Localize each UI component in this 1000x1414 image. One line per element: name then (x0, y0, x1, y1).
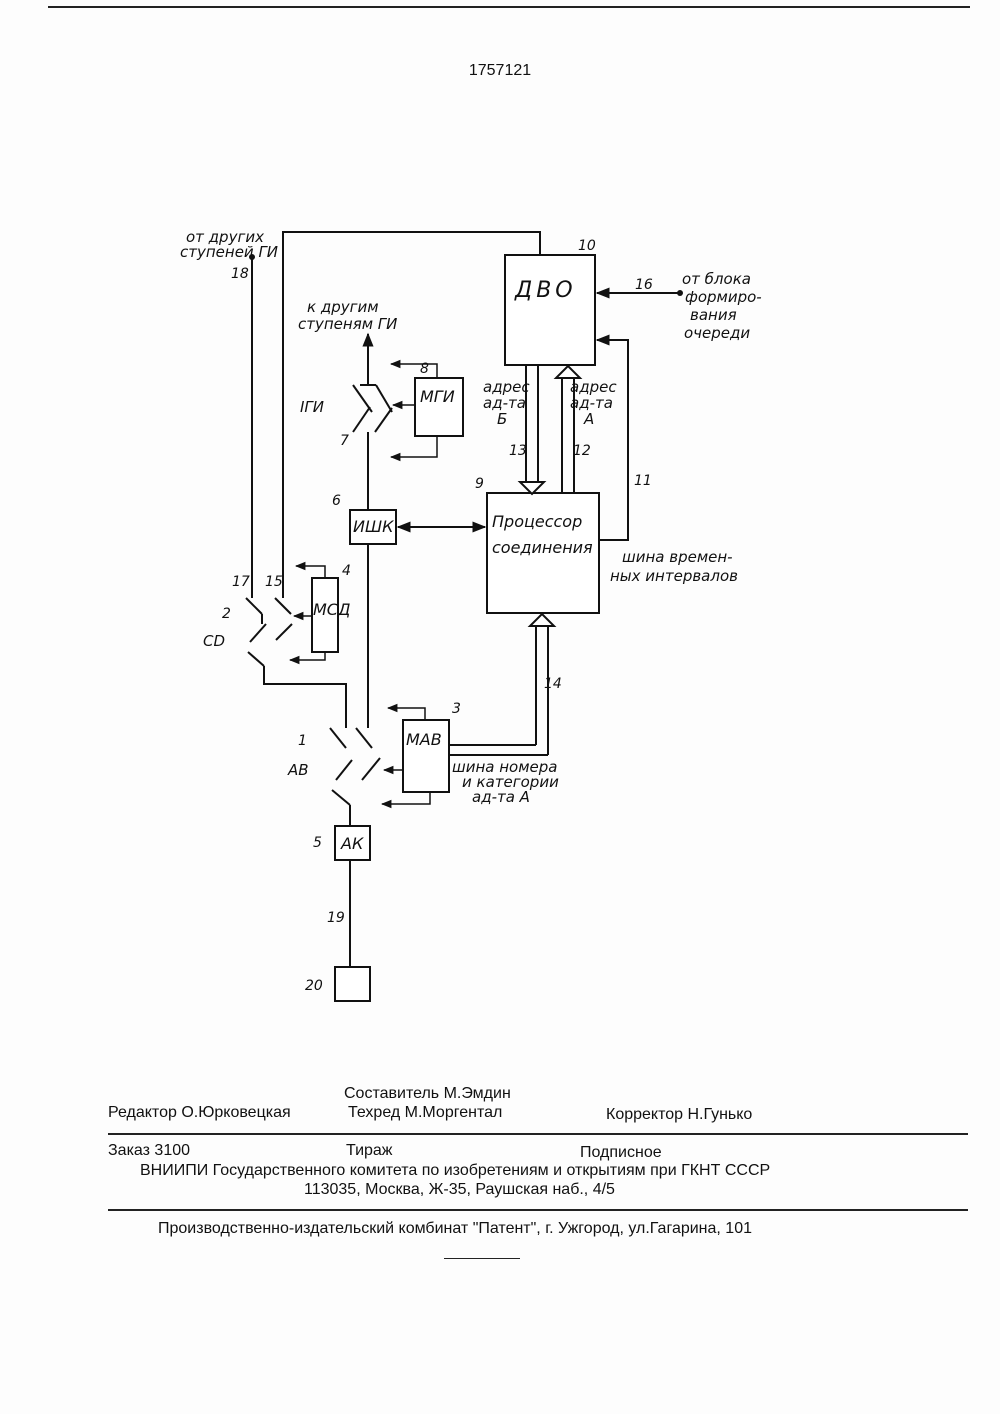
from-queue-block-line1: от блока (682, 270, 751, 288)
ishk-label: ИШК (353, 517, 394, 536)
terminal-20-block (335, 967, 370, 1001)
line-11-time-bus (597, 340, 628, 540)
dvo-block (505, 255, 595, 365)
mgi-label: МГИ (420, 387, 455, 406)
bus-12-arrow (556, 366, 580, 378)
num-15: 15 (265, 574, 283, 590)
from-queue-block-line2: формиро- (685, 288, 762, 306)
num-9: 9 (475, 476, 484, 492)
from-queue-block-line4: очереди (684, 324, 750, 342)
address-a-line3: А (583, 410, 594, 428)
cd-stage-label: СD (203, 632, 225, 650)
address-b-line3: Б (497, 410, 507, 428)
footer-compiler: Составитель М.Эмдин (344, 1085, 511, 1103)
from-other-stages-line2: ступеней ГИ (180, 243, 278, 261)
to-other-stages-line2: ступеням ГИ (298, 315, 397, 333)
num-7: 7 (340, 433, 349, 449)
num-13: 13 (509, 443, 527, 459)
processor-label-2: соединения (492, 538, 593, 557)
number-bus-line3: ад-та А (472, 788, 530, 806)
footer-short-rule (444, 1258, 520, 1259)
time-bus-line1: шина времен- (622, 548, 733, 566)
cd-contact-15 (275, 598, 291, 614)
footer-corrector: Корректор Н.Гунько (606, 1106, 752, 1124)
line-cd-to-av (264, 666, 346, 728)
num-14: 14 (544, 676, 562, 692)
cd-contact-lower-1 (250, 624, 266, 642)
cd-contact-17 (246, 598, 262, 614)
av-contact-3 (336, 760, 352, 780)
footer-rule-2 (108, 1209, 968, 1211)
footer-circulation: Тираж (346, 1142, 393, 1160)
num-18: 18 (231, 266, 249, 282)
footer-techred: Техред М.Моргентал (348, 1104, 502, 1122)
igi-contact-4 (375, 408, 392, 432)
av-contact-4 (362, 758, 380, 780)
footer-publisher: Производственно-издательский комбинат "П… (158, 1220, 752, 1238)
footer-organization: ВНИИПИ Государственного комитета по изоб… (140, 1162, 770, 1180)
num-3: 3 (452, 701, 461, 717)
ak-label: АК (340, 834, 364, 853)
num-10: 10 (578, 238, 596, 254)
msd-label: МСД (313, 600, 350, 619)
mav-arrow-top (388, 708, 425, 720)
mav-label: МАВ (406, 730, 442, 749)
cd-contact-lower-2 (276, 624, 292, 640)
num-8: 8 (420, 361, 429, 377)
footer-order: Заказ 3100 (108, 1142, 190, 1160)
num-11: 11 (634, 473, 652, 489)
time-bus-line2: ных интервалов (610, 567, 738, 585)
footer-rule-1 (108, 1133, 968, 1135)
footer-address: 113035, Москва, Ж-35, Раушская наб., 4/5 (304, 1181, 615, 1199)
processor-label-1: Процессор (492, 512, 582, 531)
msd-arrow-top (296, 566, 325, 578)
dvo-label: ДВО (514, 278, 577, 303)
to-other-stages-line1: к другим (307, 298, 379, 316)
num-12: 12 (573, 443, 591, 459)
from-queue-block-line3: вания (690, 306, 737, 324)
num-6: 6 (332, 493, 341, 509)
av-contact-5 (332, 790, 350, 805)
igi-contact-2 (353, 407, 370, 432)
num-1: 1 (298, 733, 307, 749)
mgi-arrow-top (391, 364, 437, 378)
num-16: 16 (635, 277, 653, 293)
num-2: 2 (222, 606, 231, 622)
footer-subscription: Подписное (580, 1144, 662, 1162)
num-5: 5 (313, 835, 322, 851)
mav-arrow-bottom (382, 792, 430, 804)
msd-arrow-bottom (290, 652, 325, 660)
num-19: 19 (327, 910, 345, 926)
num-4: 4 (342, 563, 351, 579)
footer-editor: Редактор О.Юрковецкая (108, 1104, 291, 1122)
av-contact-1 (330, 728, 346, 748)
av-stage-label: АВ (287, 761, 309, 779)
cd-contact-lower-3 (248, 652, 264, 666)
num-17: 17 (232, 574, 250, 590)
av-contact-2 (356, 728, 372, 748)
igi-contact-3 (376, 385, 392, 412)
num-20: 20 (305, 978, 323, 994)
mgi-arrow-bottom (391, 436, 437, 457)
igi-stage-label: IГИ (300, 398, 324, 416)
bus-14-arrow (530, 614, 554, 626)
